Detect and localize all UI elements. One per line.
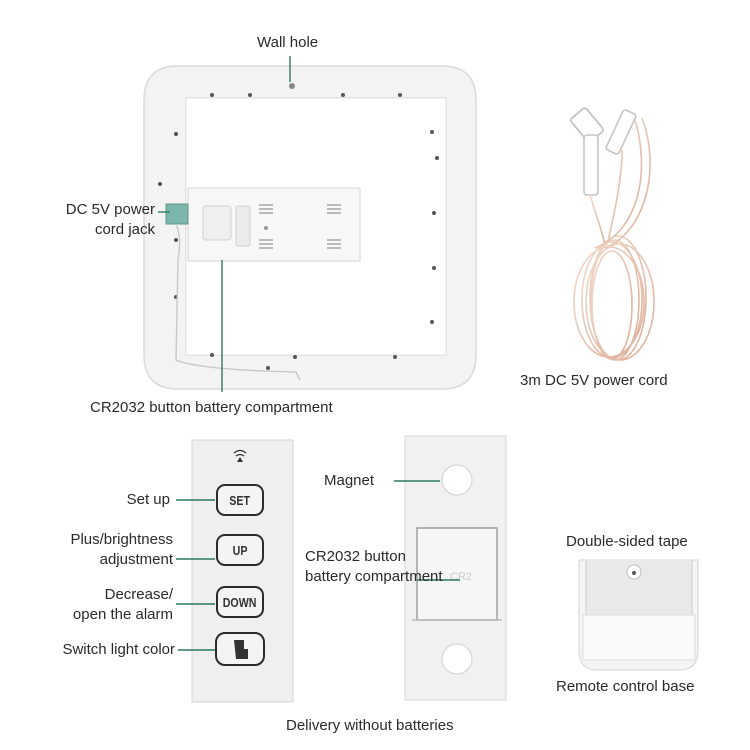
battery-compartment-label: CR2032 button battery compartment: [90, 399, 333, 416]
wall-hole-icon: [289, 83, 295, 89]
dc-jack-label: DC 5V power cord jack: [65, 201, 155, 238]
wall-hole-label: Wall hole: [257, 34, 319, 51]
electronics-module: [165, 187, 361, 381]
up-button[interactable]: UP: [216, 534, 264, 566]
down-button[interactable]: DOWN: [216, 586, 264, 618]
battery-compartment-remote-label: CR2032 button battery compartment: [305, 548, 443, 585]
remote-base-label: Remote control base: [556, 678, 695, 695]
magnet-label: Magnet: [324, 472, 375, 489]
remote-base: [578, 559, 699, 671]
remote-control: [191, 439, 294, 703]
power-cord: [570, 107, 655, 361]
holder-base: CR2: [404, 435, 507, 701]
dc-jack: [165, 203, 189, 225]
plus-brightness-label: Plus/brightness adjustment: [70, 531, 173, 568]
switch-light-label: Switch light color: [62, 641, 175, 658]
set-button[interactable]: SET: [216, 484, 264, 516]
delivery-note: Delivery without batteries: [286, 717, 454, 734]
decrease-label: Decrease/ open the alarm: [72, 586, 173, 623]
double-sided-tape-label: Double-sided tape: [566, 533, 688, 550]
power-cord-label: 3m DC 5V power cord: [520, 372, 668, 389]
set-up-label: Set up: [126, 491, 170, 508]
svg-text:CR2: CR2: [450, 571, 472, 583]
